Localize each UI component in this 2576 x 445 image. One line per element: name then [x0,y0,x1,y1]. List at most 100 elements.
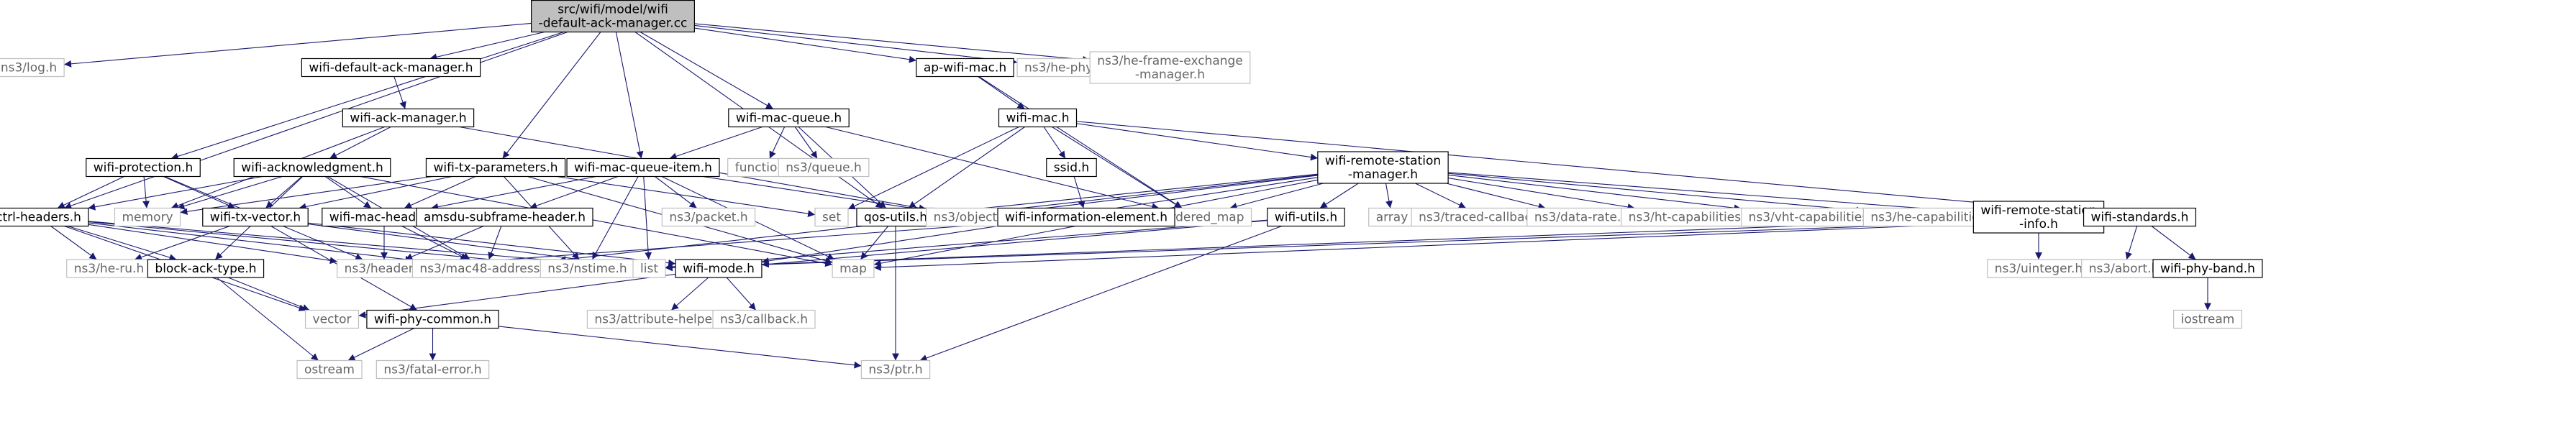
node-label: wifi-remote-station [1980,203,2096,218]
node-label: src/wifi/model/wifi [557,3,668,17]
edge-wpc-to-ptr [499,326,862,369]
node-box [586,309,736,329]
node-label: ns3/he-phy.h [1024,61,1103,75]
node-wpc[interactable]: wifi-phy-common.h [366,309,499,329]
node-label: ns3/nstime.h [547,262,627,276]
node-wmqi[interactable]: wifi-mac-queue-item.h [566,157,720,178]
edge-wrsm-to-array [1385,183,1393,208]
node-label: block-ack-type.h [155,262,256,276]
edge-root-to-ctrl [64,31,568,209]
node-vhtcap: ns3/vht-capabilities.h [1741,207,1888,227]
node-wdam[interactable]: wifi-default-ack-manager.h [301,58,481,78]
node-wtxp[interactable]: wifi-tx-parameters.h [425,157,566,178]
node-label: wifi-utils.h [1275,211,1337,225]
node-wtxv[interactable]: wifi-tx-vector.h [202,207,309,227]
graph-nodes: src/wifi/model/wifi-default-ack-manager.… [0,0,2263,380]
edge-wdam-to-wam [393,76,406,109]
node-label: wifi-information-element.h [1005,211,1168,225]
node-qos[interactable]: qos-utils.h [856,207,935,227]
node-label: -info.h [2019,217,2058,231]
node-label: ctrl-headers.h [0,211,81,225]
node-label: ns3/fatal-error.h [383,363,481,377]
node-queue: ns3/queue.h [778,157,870,178]
node-box [1526,207,1637,227]
node-ctrl[interactable]: ctrl-headers.h [0,207,89,227]
node-wstd[interactable]: wifi-standards.h [2083,207,2197,227]
node-label: wifi-tx-vector.h [210,211,301,225]
node-label: wifi-phy-band.h [2160,262,2255,276]
node-box [1621,207,1760,227]
node-ssid[interactable]: ssid.h [1046,157,1097,178]
node-label: ns3/vht-capabilities.h [1749,211,1880,225]
node-wutils[interactable]: wifi-utils.h [1267,207,1345,227]
node-vector: vector [304,309,360,329]
node-bat[interactable]: block-ack-type.h [147,259,265,278]
edge-root-to-hefem [694,23,1091,63]
node-label: ns3/callback.h [720,313,808,327]
node-box [296,359,363,380]
node-box [0,58,65,78]
node-box [661,207,756,227]
node-box [1317,151,1449,184]
node-wprot[interactable]: wifi-protection.h [86,157,201,178]
node-label: iostream [2181,313,2235,327]
node-wmode[interactable]: wifi-mode.h [675,259,763,278]
edge-root-to-wmqi [615,32,644,159]
dependency-edges [50,22,2211,369]
node-wmac[interactable]: wifi-mac.h [998,108,1078,128]
edge-wie-to-header [431,223,998,268]
node-hephy: ns3/he-phy.h [1016,58,1111,78]
node-callback: ns3/callback.h [712,309,816,329]
node-ostream: ostream [296,359,363,380]
edge-wack-to-memory [177,175,283,210]
edge-apmac-to-umap [978,76,1183,208]
node-label: ns3/log.h [1,61,57,75]
node-label: qos-utils.h [864,211,927,225]
edge-wmqi-to-wmh [431,175,596,211]
edge-ctrl-to-mac48 [88,222,413,263]
node-apmac[interactable]: ap-wifi-mac.h [916,58,1014,78]
node-box [2083,207,2197,227]
node-wrsm[interactable]: wifi-remote-station-manager.h [1317,151,1449,184]
node-label: ostream [304,363,355,377]
node-label: -default-ack-manager.cc [539,17,688,31]
edge-wprot-to-wtxv [163,175,235,209]
node-amsdu[interactable]: amsdu-subframe-header.h [416,207,593,227]
node-label: ns3/queue.h [786,161,862,175]
edge-wmac-to-wrsm [1076,123,1318,161]
node-box [342,108,475,128]
edge-wack-to-wtxv [265,176,303,208]
edge-amsdu-to-header [405,225,484,260]
edge-wstd-to-abort [2125,226,2138,260]
node-wack[interactable]: wifi-acknowledgment.h [233,157,391,178]
edge-bat-to-vector [227,277,310,311]
node-wpb[interactable]: wifi-phy-band.h [2152,259,2263,278]
node-wam[interactable]: wifi-ack-manager.h [342,108,475,128]
node-label: ns3/he-ru.h [74,262,144,276]
edge-wtxv-to-wmode [308,222,676,267]
node-map: map [832,259,875,278]
node-label: wifi-mac-header.h [329,211,439,225]
node-label: ssid.h [1054,161,1089,175]
node-box [2173,309,2242,329]
edge-wmode-to-vector [358,273,676,318]
node-box [566,157,720,178]
node-wmq[interactable]: wifi-mac-queue.h [728,108,850,128]
node-box [916,58,1014,78]
node-box [1987,259,2090,278]
node-wie[interactable]: wifi-information-element.h [997,207,1175,227]
node-root[interactable]: src/wifi/model/wifi-default-ack-manager.… [531,0,695,33]
node-label: memory [122,211,173,225]
node-wrsi[interactable]: wifi-remote-station-info.h [1972,201,2105,234]
edge-ctrl-to-header [88,224,337,265]
edge-wmac-to-set [847,127,1019,210]
edge-wmq-to-functional [769,127,786,159]
node-box [2152,259,2263,278]
node-box [728,108,850,128]
edge-amsdu-to-mac48 [488,226,502,260]
edge-wmqi-to-object [702,175,927,213]
edge-wmqi-to-nstime [591,176,639,260]
node-label: wifi-protection.h [94,161,194,175]
node-box [147,259,265,278]
node-hefem: ns3/he-frame-exchange-manager.h [1089,51,1251,84]
